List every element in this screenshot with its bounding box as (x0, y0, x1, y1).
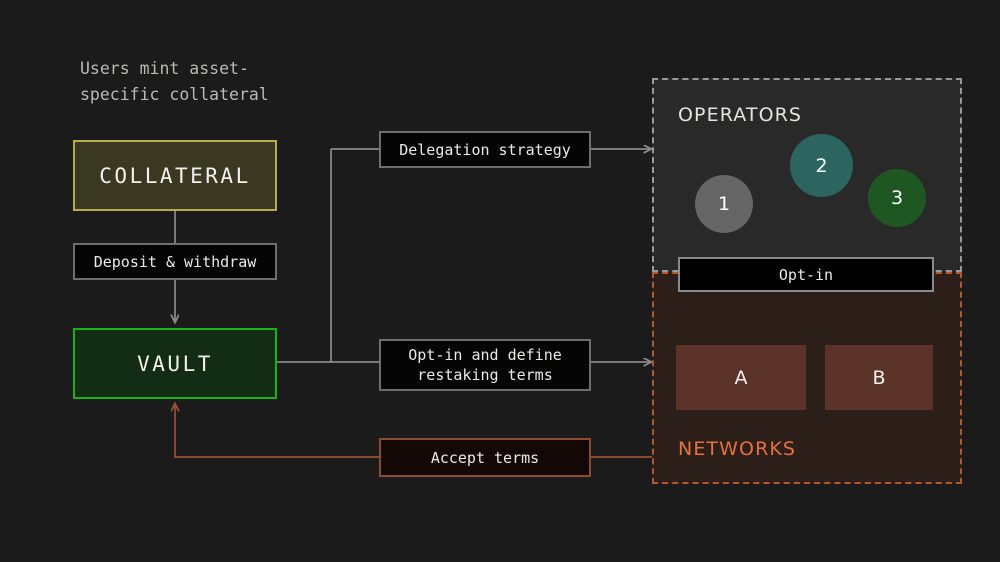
optin-restaking-terms-chip[interactable]: Opt-in and define restaking terms (379, 339, 591, 391)
operators-panel-title: OPERATORS (678, 104, 803, 126)
optin-restaking-terms-label: Opt-in and define restaking terms (408, 346, 562, 384)
network-box-b[interactable]: B (825, 345, 933, 410)
deposit-withdraw-label: Deposit & withdraw (93, 252, 257, 271)
vault-box[interactable]: VAULT (73, 328, 277, 399)
collateral-box-label: COLLATERAL (99, 163, 251, 188)
deposit-withdraw-chip[interactable]: Deposit & withdraw (73, 243, 277, 280)
network-box-a[interactable]: A (676, 345, 806, 410)
networks-panel-title: NETWORKS (678, 438, 797, 460)
network-box-a-label: A (734, 366, 748, 389)
operator-circle-2[interactable]: 2 (790, 134, 853, 197)
operator-circle-3-label: 3 (890, 187, 904, 209)
caption-users-mint-collateral: Users mint asset- specific collateral (80, 59, 269, 104)
network-box-b-label: B (872, 366, 886, 389)
accept-terms-chip[interactable]: Accept terms (379, 438, 591, 477)
opt-in-bar[interactable]: Opt-in (678, 257, 934, 292)
vault-box-label: VAULT (137, 351, 213, 376)
delegation-strategy-label: Delegation strategy (399, 140, 571, 159)
delegation-strategy-chip[interactable]: Delegation strategy (379, 131, 591, 168)
operator-circle-1[interactable]: 1 (695, 175, 753, 233)
opt-in-bar-label: Opt-in (778, 265, 834, 284)
edge-accept-terms-to-vault (175, 404, 379, 458)
collateral-box[interactable]: COLLATERAL (73, 140, 277, 211)
operator-circle-3[interactable]: 3 (868, 169, 926, 227)
accept-terms-label: Accept terms (430, 448, 540, 467)
operator-circle-2-label: 2 (815, 154, 828, 177)
operator-circle-1-label: 1 (717, 193, 731, 215)
